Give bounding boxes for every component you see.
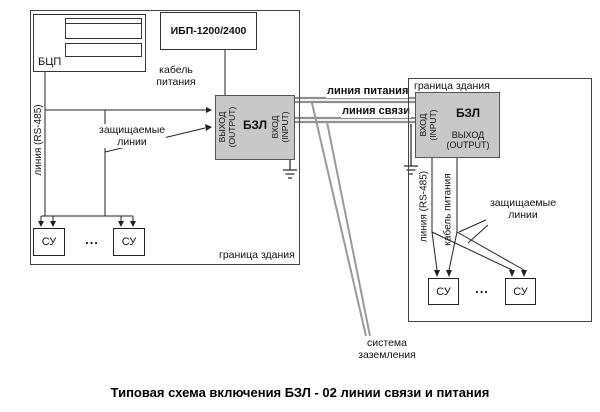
su-label: СУ xyxy=(41,236,57,248)
right-building-boundary-label: граница здания xyxy=(413,80,491,93)
bzl-left-title: БЗЛ xyxy=(242,118,268,132)
su-device: СУ xyxy=(33,228,65,256)
su-device: СУ xyxy=(113,228,145,256)
power-cable-label-right: кабель питания xyxy=(442,173,454,246)
ground-conductors xyxy=(311,102,371,337)
su-device: СУ xyxy=(505,278,536,305)
su-ellipsis-right: ... xyxy=(475,281,489,296)
protected-lines-label-left: защищаемые линии xyxy=(98,124,166,149)
bzl-unit-right xyxy=(415,92,500,158)
su-label: СУ xyxy=(436,285,451,298)
comm-line-cable xyxy=(295,116,415,124)
su-label: СУ xyxy=(513,285,528,298)
rs485-label-right: линия (RS-485) xyxy=(418,170,430,243)
bcp-screen-titlebar xyxy=(66,23,141,24)
power-line-cable xyxy=(295,96,415,104)
power-line-label: линия питания xyxy=(326,85,410,98)
su-ellipsis-left: ... xyxy=(85,232,99,247)
protected-lines-label-right: защищаемые линии xyxy=(486,197,560,222)
bcp-screen xyxy=(65,18,142,39)
su-device: СУ xyxy=(428,278,459,305)
comm-line-label: линия связи xyxy=(341,105,412,118)
rs485-label-left: линия (RS-485) xyxy=(32,104,44,176)
ups-label: ИБП-1200/2400 xyxy=(170,25,247,37)
bzl-right-title: БЗЛ xyxy=(455,106,481,120)
bcp-label: БЦП xyxy=(38,56,62,68)
bzl-right-output-label: ВЫХОД (OUTPUT) xyxy=(446,130,490,151)
left-wire-arrowheads xyxy=(38,107,212,227)
power-cable-label-left: кабель питания xyxy=(156,64,196,89)
left-building-boundary xyxy=(30,10,300,265)
bzl-left-input-port-label: ВХОД (INPUT) xyxy=(270,111,290,143)
ground-icon-left xyxy=(283,160,297,179)
right-wire-arrowheads xyxy=(434,270,527,277)
ups-unit: ИБП-1200/2400 xyxy=(160,12,257,50)
bzl-unit-left xyxy=(215,95,295,160)
diagram-caption: Типовая схема включения БЗЛ - 02 линии с… xyxy=(110,385,490,400)
su-label: СУ xyxy=(121,236,137,248)
right-building-wires xyxy=(431,158,525,271)
bcp-panel xyxy=(65,43,142,57)
right-building-boundary xyxy=(408,78,592,322)
bcp-unit: БЦП xyxy=(33,14,146,72)
grounding-system-label: система заземления xyxy=(350,337,424,362)
left-building-boundary-label: граница здания xyxy=(219,249,295,261)
